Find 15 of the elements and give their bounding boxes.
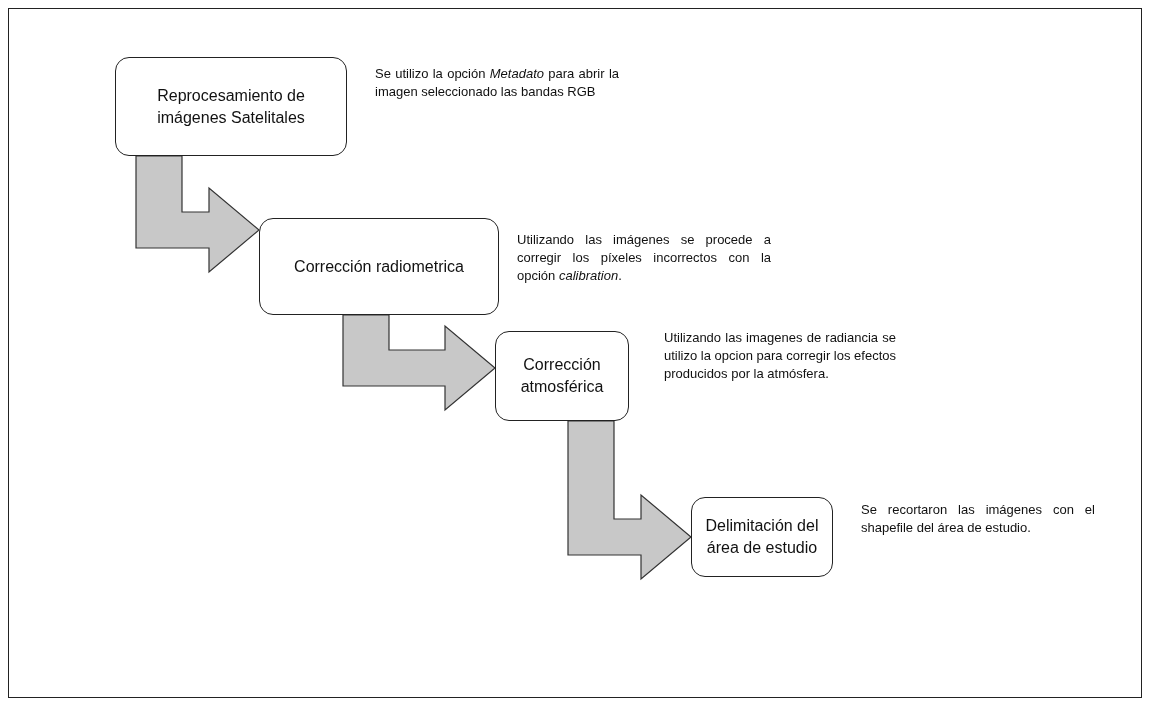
step-description: Se recortaron las imágenes con el shapefile del área de estudio. [861, 501, 1095, 538]
step-description: Utilizando las imagenes de radiancia se utilizo la opcion para corregir los efectos producidos por la atmósfera. [664, 329, 896, 384]
step-title: Delimitación del área de estudio [704, 516, 820, 558]
block-arrow [342, 314, 496, 412]
block-arrow [135, 155, 260, 274]
block-arrow [567, 420, 692, 581]
process-box [691, 497, 833, 577]
process-box [115, 57, 347, 156]
step-description: Se utilizo la opción Metadato para abrir la imagen seleccionado las bandas RGB [375, 65, 619, 102]
process-box [259, 218, 499, 315]
step-description: Utilizando las imágenes se procede a corregir los píxeles incorrectos con la opción calibration. [517, 231, 771, 286]
step-title: Reprocesamiento de imágenes Satelitales [156, 85, 306, 128]
step-title: Corrección radiometrica [294, 256, 464, 277]
step-title: Corrección atmosférica [519, 355, 605, 397]
process-box [495, 331, 629, 421]
